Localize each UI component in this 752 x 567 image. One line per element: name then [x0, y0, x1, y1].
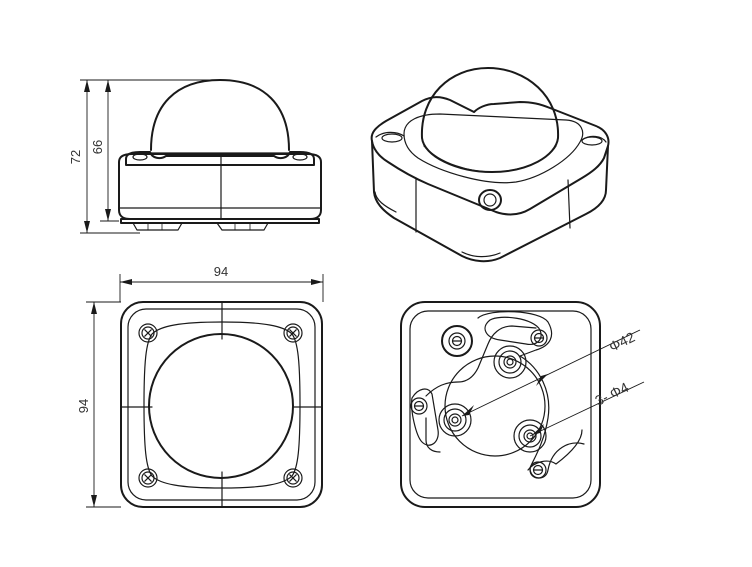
- iso-top-surface: [370, 96, 610, 216]
- dimension-mount-circle: Φ42: [606, 328, 637, 354]
- iso-side-walls: [371, 140, 609, 263]
- top-dimensions: 94 94: [76, 264, 324, 508]
- top-collar-square: [143, 321, 301, 489]
- dimension-top-depth: 94: [76, 399, 91, 413]
- side-dimensions: 72 66: [68, 79, 220, 234]
- dimension-total-height: 72: [68, 150, 83, 164]
- screw-icon: [138, 468, 158, 488]
- bottom-view: [400, 301, 601, 508]
- screw-icon: [529, 461, 547, 479]
- iso-dome: [420, 67, 560, 173]
- mount-hole: [513, 419, 547, 453]
- bottom-inner: [409, 310, 592, 499]
- screw-icon: [410, 397, 428, 415]
- iso-sensor: [478, 189, 502, 211]
- mount-hole: [493, 345, 527, 379]
- dimension-top-width: 94: [214, 264, 228, 279]
- top-view: [120, 301, 323, 508]
- base-plate: [120, 218, 320, 224]
- screw-icon: [283, 468, 303, 488]
- screw-icon: [530, 329, 548, 347]
- screw-icon: [448, 332, 466, 350]
- screw-icon: [283, 323, 303, 343]
- mount-hole: [438, 403, 472, 437]
- top-dome: [148, 333, 294, 479]
- dome-side: [150, 79, 290, 151]
- side-view: [118, 79, 322, 231]
- mount-plate-outline: [477, 311, 585, 479]
- dimension-body-height: 66: [90, 140, 105, 154]
- cable-knockout: [441, 325, 473, 357]
- foot-left: [132, 222, 183, 231]
- body-side: [118, 153, 322, 220]
- bottom-dimensions: Φ42 3- Φ4: [461, 328, 645, 437]
- bottom-outer: [400, 301, 601, 508]
- screw-icon: [138, 323, 158, 343]
- dimension-mount-holes: 3- Φ4: [592, 379, 631, 409]
- isometric-view: [370, 67, 610, 263]
- iso-collar: [403, 113, 584, 184]
- foot-right: [216, 222, 269, 231]
- mount-circle: [444, 355, 546, 457]
